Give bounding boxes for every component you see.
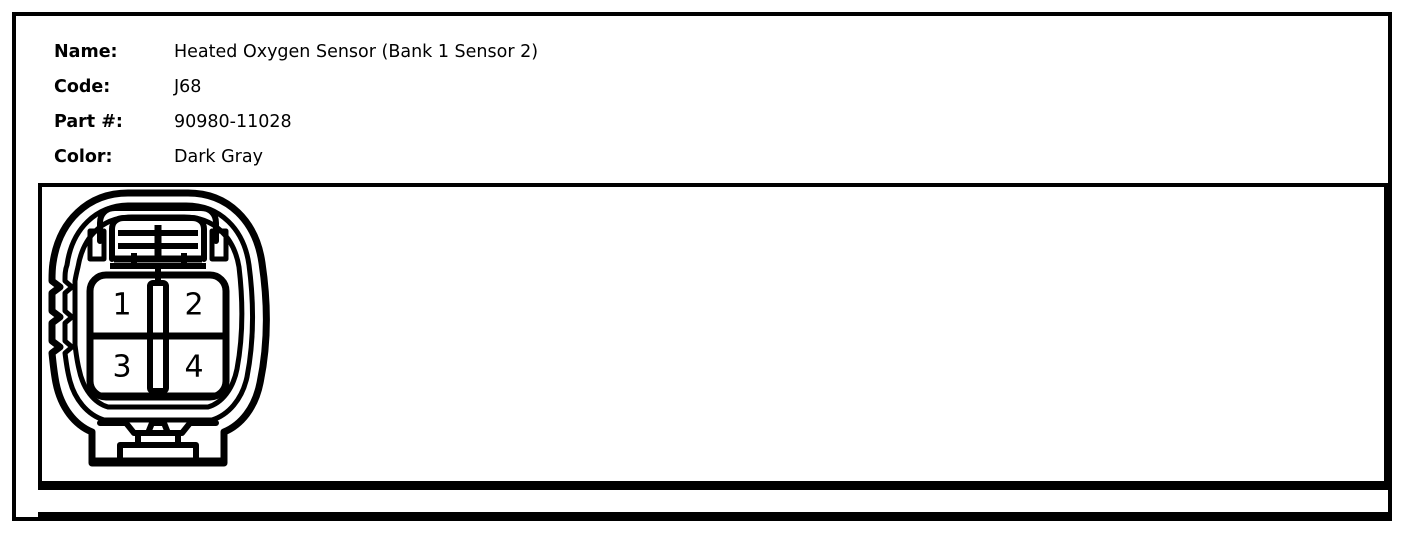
part-number-label: Part #: [54, 112, 123, 132]
pin-number-3: 3 [112, 350, 131, 385]
bottom-notes-strip [38, 485, 1388, 517]
connector-svg: 1 2 3 4 [48, 189, 270, 467]
latch-inner-frame [109, 215, 207, 262]
name-label: Name: [54, 42, 118, 62]
info-row-name: Name: Heated Oxygen Sensor (Bank 1 Senso… [54, 42, 1254, 77]
connector-skirt-top-profile [97, 420, 219, 436]
lock-tab-inner-block [135, 430, 181, 445]
connector-face-diagram: 1 2 3 4 [42, 187, 274, 479]
pin-number-4: 4 [184, 350, 203, 385]
pin-number-2: 2 [184, 288, 203, 323]
part-info-block: Name: Heated Oxygen Sensor (Bank 1 Senso… [54, 42, 1254, 182]
latch-left-pillar [87, 228, 107, 262]
code-label: Code: [54, 77, 111, 97]
connector-outer-shell [48, 189, 270, 467]
info-row-color: Color: Dark Gray [54, 147, 1254, 182]
color-value: Dark Gray [174, 147, 263, 167]
info-row-part-number: Part #: 90980-11028 [54, 112, 1254, 147]
connector-cavity-rim [72, 214, 245, 410]
color-label: Color: [54, 147, 113, 167]
pin-chamber-center-keyway [147, 280, 169, 394]
code-value: J68 [174, 77, 202, 97]
connector-diagram-panel: 1 2 3 4 [38, 183, 1388, 485]
latch-right-pillar [209, 228, 229, 262]
part-number-value: 90980-11028 [174, 112, 292, 132]
name-value: Heated Oxygen Sensor (Bank 1 Sensor 2) [174, 42, 539, 62]
connector-inner-shell-outline [62, 202, 256, 423]
latch-outer-bracket [97, 205, 219, 244]
pin-number-1: 1 [112, 288, 131, 323]
outer-frame-border: Name: Heated Oxygen Sensor (Bank 1 Senso… [12, 12, 1392, 521]
info-row-code: Code: J68 [54, 77, 1254, 112]
